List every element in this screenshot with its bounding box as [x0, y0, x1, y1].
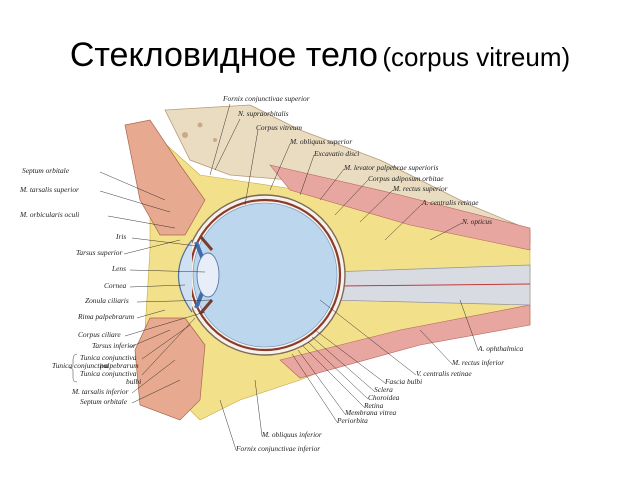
label-septum-orbitale-sup: Septum orbitale — [22, 166, 70, 175]
lens-shape — [196, 252, 220, 298]
superior-muscles — [269, 164, 531, 251]
label-m-levator: M. levator palpebrae superioris — [343, 163, 439, 172]
label-retina: Retina — [363, 401, 384, 410]
label-corpus-ciliare: Corpus ciliare — [78, 330, 121, 339]
label-m-obliquus-sup: M. obliquus superior — [289, 137, 352, 146]
label-corpus-adiposum: Corpus adiposum orbitae — [368, 174, 444, 183]
cornea-shape — [177, 239, 193, 313]
label-n-opticus: N. opticus — [461, 217, 492, 226]
label-sclera: Sclera — [374, 385, 393, 394]
slide-title: Стекловидное тело (corpus vitreum) — [0, 36, 640, 75]
label-septum-orbitale-inf: Septum orbitale — [80, 397, 128, 406]
label-membrana-vitrea: Membrana vitrea — [344, 408, 397, 417]
vitreous-body — [192, 202, 338, 348]
title-main: Стекловидное тело — [69, 36, 378, 74]
label-tunica-bulbi-2: bulbi — [126, 377, 141, 386]
lower-eyelid — [134, 317, 206, 421]
label-v-centralis: V. centralis retinae — [416, 369, 472, 378]
label-excavatio-disci: Excavatio disci — [313, 149, 359, 158]
label-a-centralis: A. centralis retinae — [421, 198, 479, 207]
label-tunica-palp-1: Tunica conjunctiva — [80, 353, 137, 362]
label-m-tarsalis-inf: M. tarsalis inferior — [71, 387, 129, 396]
label-fornix-sup: Fornix conjunctivae superior — [222, 94, 310, 103]
label-m-orbicularis: M. orbicularis oculi — [19, 210, 79, 219]
inferior-muscles — [279, 304, 531, 379]
label-a-ophthalmica: A. ophthalmica — [477, 344, 523, 353]
label-tarsus-inf: Tarsus inferior — [92, 341, 136, 350]
label-n-supraorbitalis: N. supraorbitalis — [237, 109, 289, 118]
label-fascia-bulbi: Fascia bulbi — [384, 377, 422, 386]
label-tunica-bulbi-1: Tunica conjunctiva — [80, 369, 137, 378]
label-m-rectus-sup: M. rectus superior — [392, 184, 448, 193]
label-rima: Rima palpebrarum — [77, 312, 135, 321]
ciliary-body — [198, 235, 214, 315]
upper-eyelid — [124, 119, 206, 236]
label-m-tarsalis-sup: M. tarsalis superior — [19, 185, 79, 194]
label-m-obliquus-inf: M. obliquus inferior — [261, 430, 322, 439]
label-choroidea: Choroidea — [368, 393, 400, 402]
label-zonula: Zonula ciliaris — [85, 296, 129, 305]
label-periorbita: Periorbita — [336, 416, 368, 425]
title-latin: (corpus vitreum) — [382, 42, 571, 72]
label-tunica-group: Tunica conjunctiva — [52, 361, 109, 370]
label-m-rectus-inf: M. rectus inferior — [451, 358, 504, 367]
label-iris: Iris — [115, 232, 126, 241]
label-cornea: Cornea — [104, 281, 126, 290]
tunica-brace — [69, 353, 78, 383]
label-tunica-palp-2: palpebrarum — [99, 361, 139, 370]
label-tarsus-sup: Tarsus superior — [76, 248, 122, 257]
label-lens: Lens — [111, 264, 126, 273]
label-corpus-vitreum: Corpus vitreum — [256, 123, 303, 132]
label-fornix-inf: Fornix conjunctivae inferior — [235, 444, 320, 453]
